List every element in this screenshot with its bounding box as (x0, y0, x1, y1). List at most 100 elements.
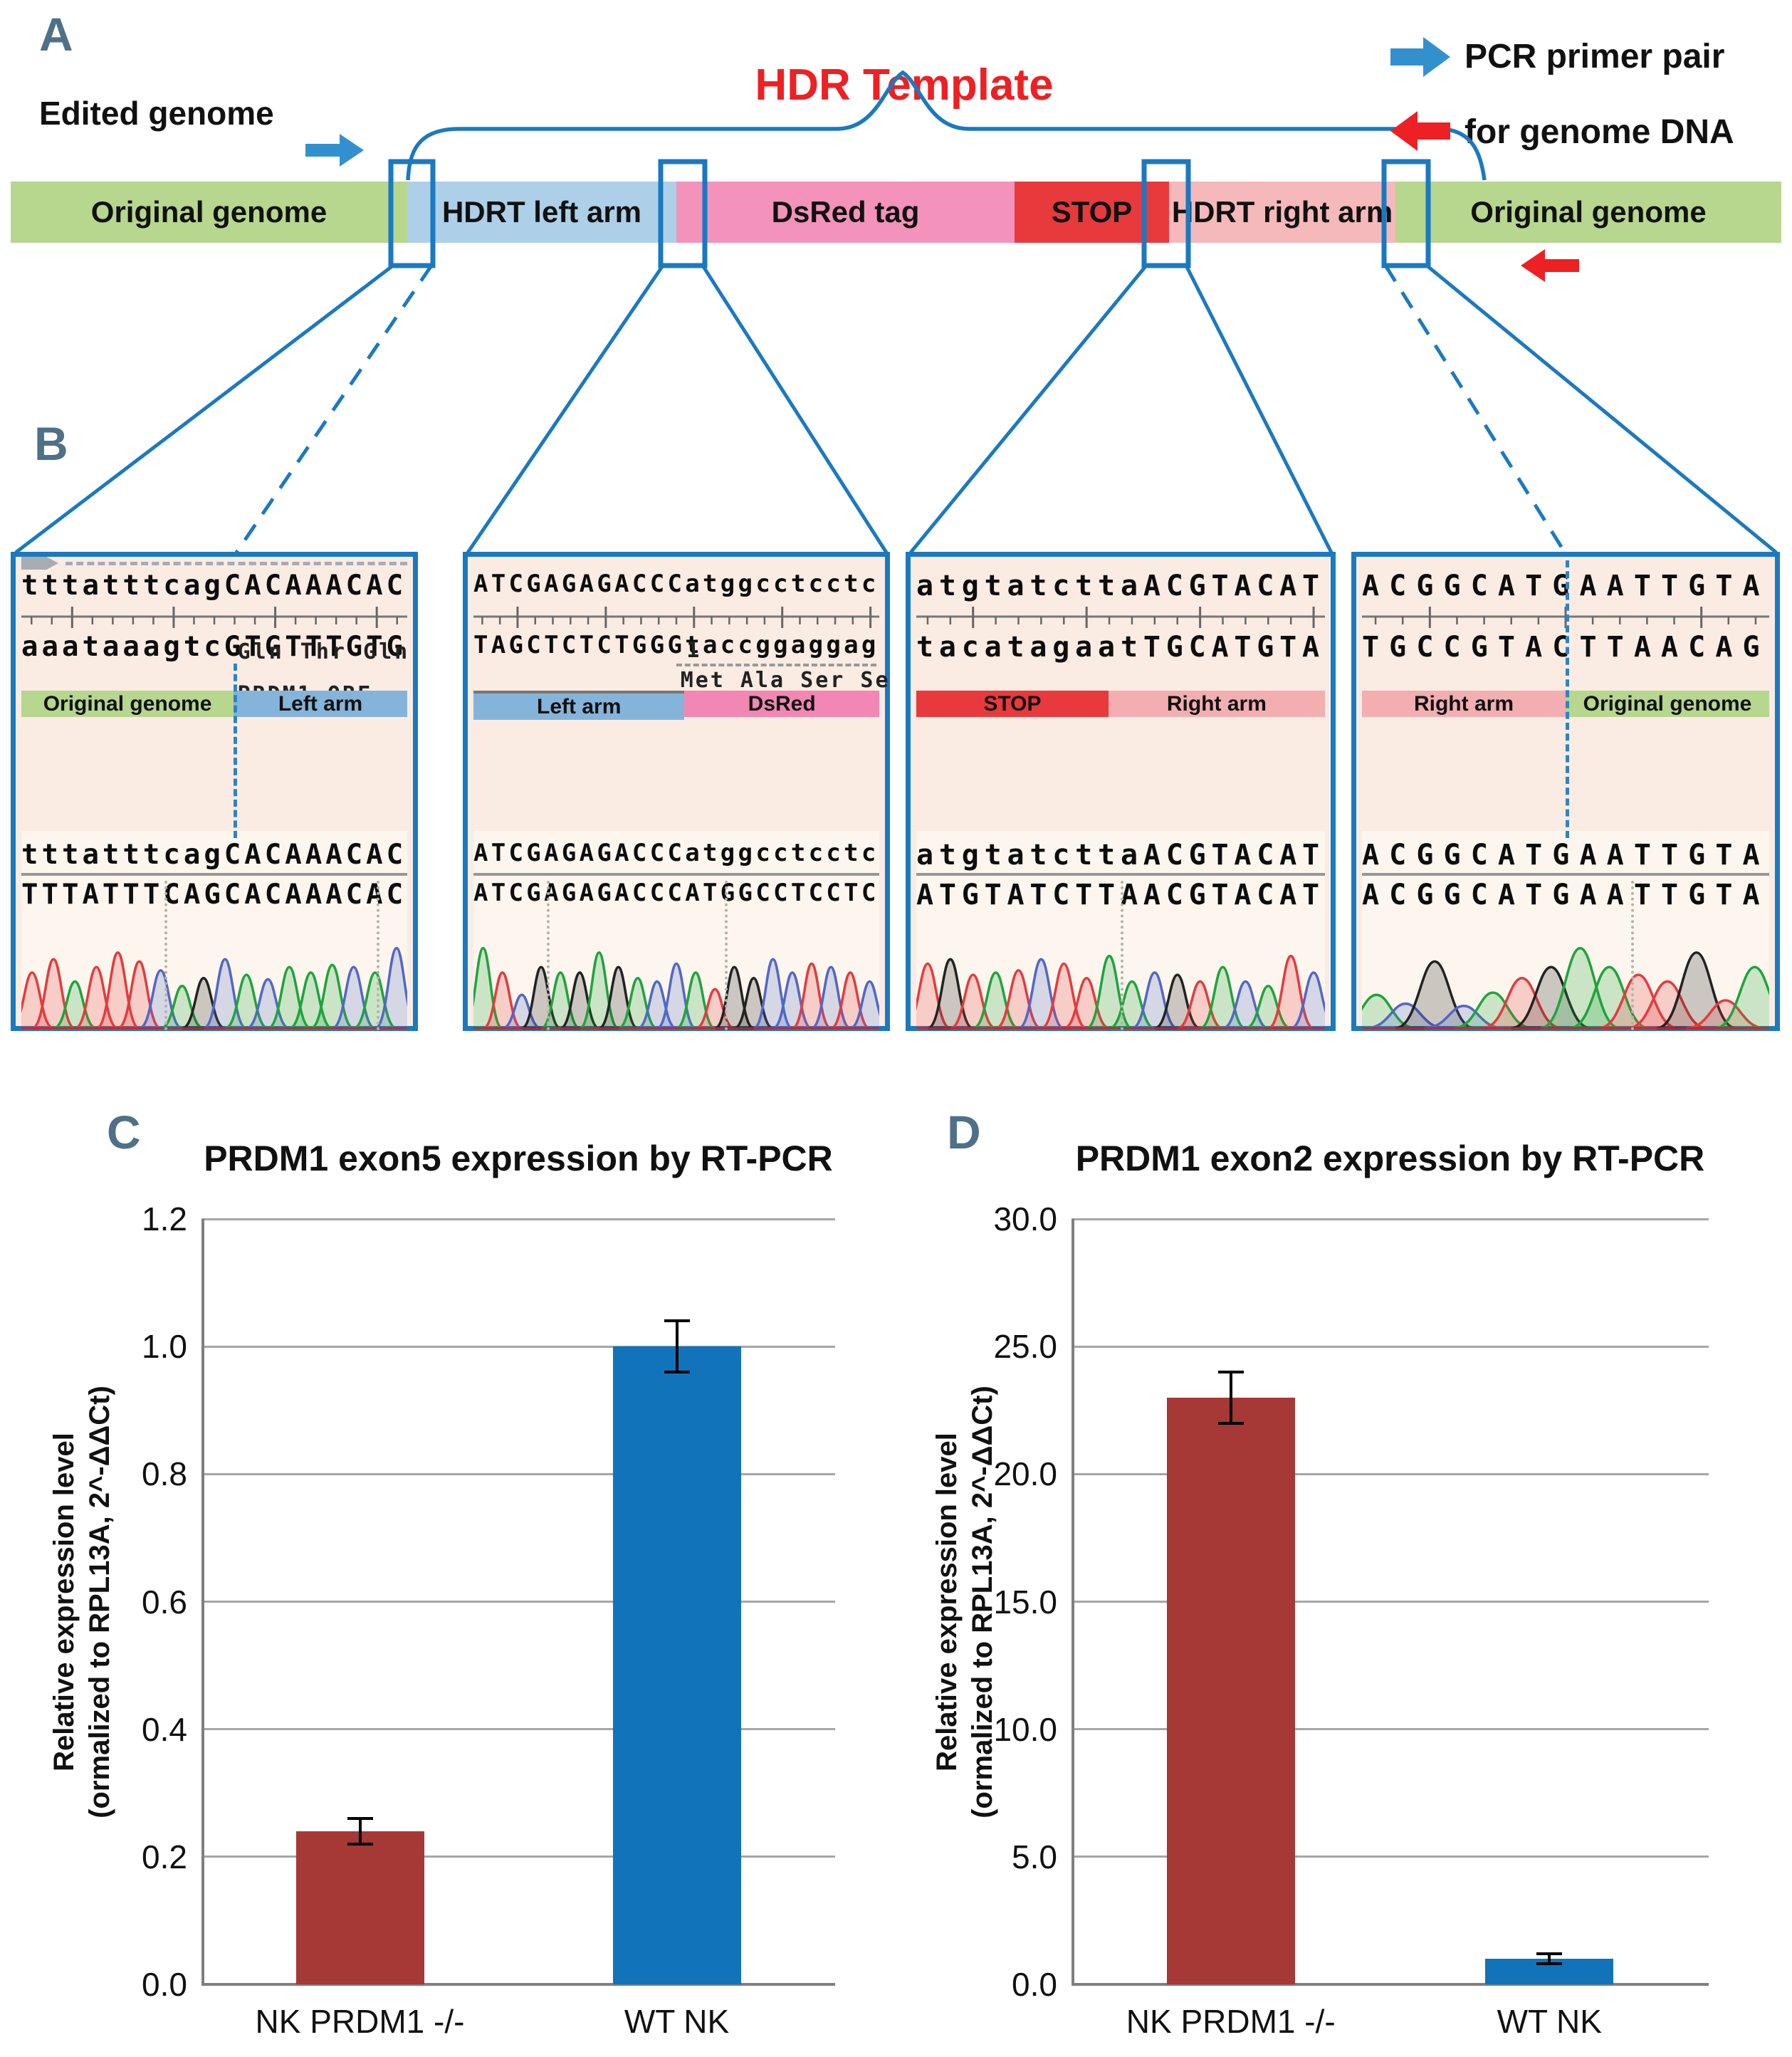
alignment-ruler (21, 602, 407, 631)
error-bar (1229, 1372, 1232, 1423)
legend-line-1: PCR primer pair (1464, 38, 1725, 75)
bar (1166, 1397, 1295, 1984)
chromatogram-strip (473, 831, 879, 1026)
error-bar-cap (1536, 1952, 1563, 1955)
sequence-box: ATCGAGAGACCCatggcctcctc TAGCTCTCTGGGtacc… (463, 552, 890, 1031)
error-bar-cap (1217, 1421, 1244, 1425)
chromatogram (473, 913, 879, 1031)
sanger-seq-reference: atgtatcttaACGTACAT (916, 839, 1325, 872)
sanger-seq-reference: tttatttcagCACAAACAC (21, 839, 407, 871)
error-bar-cap (664, 1319, 690, 1323)
chromatogram-strip (21, 831, 407, 1026)
sequence-box: atgtatcttaACGTACAT tacatagaatTGCATGTA ST… (906, 552, 1336, 1031)
sequence-box: tttatttcagCACAAACAC aaataaagtcGTGTTTGTG … (11, 552, 418, 1031)
y-tick-label: 0.4 (142, 1710, 187, 1748)
chromatogram (1362, 913, 1769, 1031)
y-axis-line (1071, 1219, 1074, 1984)
chromatogram-guide-line (1121, 881, 1123, 1030)
gridline (1071, 1601, 1709, 1603)
orf-direction-icon (21, 557, 58, 570)
region-bar-left-label: Left arm (537, 694, 622, 718)
junction-dashed-line (1566, 560, 1569, 838)
error-bar (358, 1818, 362, 1844)
error-bar (1548, 1954, 1551, 1964)
x-axis-line (201, 1983, 835, 1986)
sanger-seq-read: ATGTATCTTAACGTACAT (916, 879, 1325, 911)
region-bar-left-label: STOP (983, 691, 1042, 716)
x-category-label: NK PRDM1 -/- (255, 2003, 465, 2040)
gridline (201, 1728, 835, 1731)
region-bar-right: Right arm (1108, 691, 1325, 717)
genome-segment: Original genome (11, 182, 407, 243)
orf-dashed-line (66, 561, 407, 565)
edited-genome-label: Edited genome (39, 95, 274, 132)
region-bar-right: Original genome (1566, 691, 1769, 717)
region-bar-right-label: DsRed (748, 691, 816, 716)
region-bars: Left arm DsRed (473, 691, 879, 720)
region-bar-left-label: Right arm (1413, 691, 1514, 716)
junction-dashed-line (234, 664, 238, 838)
genome-segment-label: Original genome (1470, 195, 1707, 229)
region-bar-right-label: Original genome (1583, 691, 1752, 716)
reverse-primer-arrow-icon (1521, 249, 1579, 282)
orf-arrow-row (21, 557, 407, 570)
y-tick-label: 0.0 (1012, 1966, 1057, 2003)
panel-label-c: C (107, 1106, 141, 1158)
genome-segment-label: STOP (1051, 195, 1133, 229)
y-tick-label: 30.0 (993, 1200, 1057, 1237)
chromatogram-guide-line (376, 881, 379, 1030)
genome-segment: DsRed tag (676, 182, 1015, 243)
connector-line (1184, 264, 1333, 554)
y-tick-label: 1.2 (142, 1200, 187, 1237)
amino-acid-labels: Gln Thr Gln (237, 639, 411, 664)
region-bars: STOP Right arm (916, 691, 1325, 717)
panel-label-b: B (34, 417, 68, 470)
legend-reverse-primer-arrow-icon (1390, 111, 1450, 151)
codon-dashed-line (676, 664, 876, 666)
error-bar-cap (1217, 1371, 1244, 1373)
connector-line (909, 264, 1148, 554)
region-bars: Right arm Original genome (1362, 691, 1769, 717)
chart-title: PRDM1 exon5 expression by RT-PCR (204, 1139, 833, 1178)
region-bars: Original genome Left arm (21, 691, 407, 717)
connector-line (14, 264, 394, 554)
sanger-seq-reference: ATCGAGAGACCCatggcctcctc (473, 839, 879, 867)
y-tick-label: 15.0 (993, 1583, 1057, 1621)
codon-start-number: 1 (686, 638, 700, 663)
error-bar-cap (347, 1817, 373, 1821)
chromatogram (916, 913, 1325, 1031)
legend-line-2: for genome DNA (1464, 113, 1734, 151)
forward-primer-arrow-icon (305, 134, 364, 167)
region-bar-right: Left arm (234, 691, 407, 717)
genome-segment: STOP (1015, 182, 1169, 243)
sanger-seq-read: ATCGAGAGACCCATGGCCTCCTC (473, 879, 879, 907)
bar (612, 1346, 741, 1984)
region-bar-left: Left arm (473, 691, 685, 720)
gridline (1071, 1728, 1709, 1731)
y-tick-label: 0.2 (142, 1838, 187, 1875)
seq-divider-line (1362, 873, 1769, 876)
y-tick-label: 0.8 (142, 1455, 187, 1493)
region-bar-left: Original genome (21, 691, 234, 717)
gridline (1071, 1218, 1709, 1220)
region-bar-left: Right arm (1362, 691, 1566, 717)
gridline (201, 1856, 835, 1858)
x-category-label: WT NK (1497, 2003, 1602, 2040)
connector-line (466, 264, 665, 554)
chromatogram-guide-line (546, 881, 550, 1030)
y-tick-label: 5.0 (1012, 1838, 1057, 1875)
bar (295, 1831, 424, 1984)
alignment-seq-bottom: TAGCTCTCTGGGtaccggaggag (473, 631, 879, 659)
region-bar-left: STOP (916, 691, 1109, 717)
alignment-seq-top: atgtatcttaACGTACAT (916, 570, 1325, 602)
connector-line (1425, 264, 1778, 554)
region-bar-right-label: Right arm (1166, 691, 1267, 716)
sequence-box: ACGGCATGAATTGTA TGCCGTACTTAACAG Right ar… (1351, 552, 1780, 1031)
panel-label-d: D (947, 1106, 981, 1158)
sanger-seq-read: ACGGCATGAATTGTA (1362, 879, 1769, 911)
gridline (1071, 1345, 1709, 1348)
y-tick-label: 10.0 (993, 1710, 1057, 1748)
genome-segment: Original genome (1395, 182, 1781, 243)
x-category-label: WT NK (624, 2003, 730, 2040)
